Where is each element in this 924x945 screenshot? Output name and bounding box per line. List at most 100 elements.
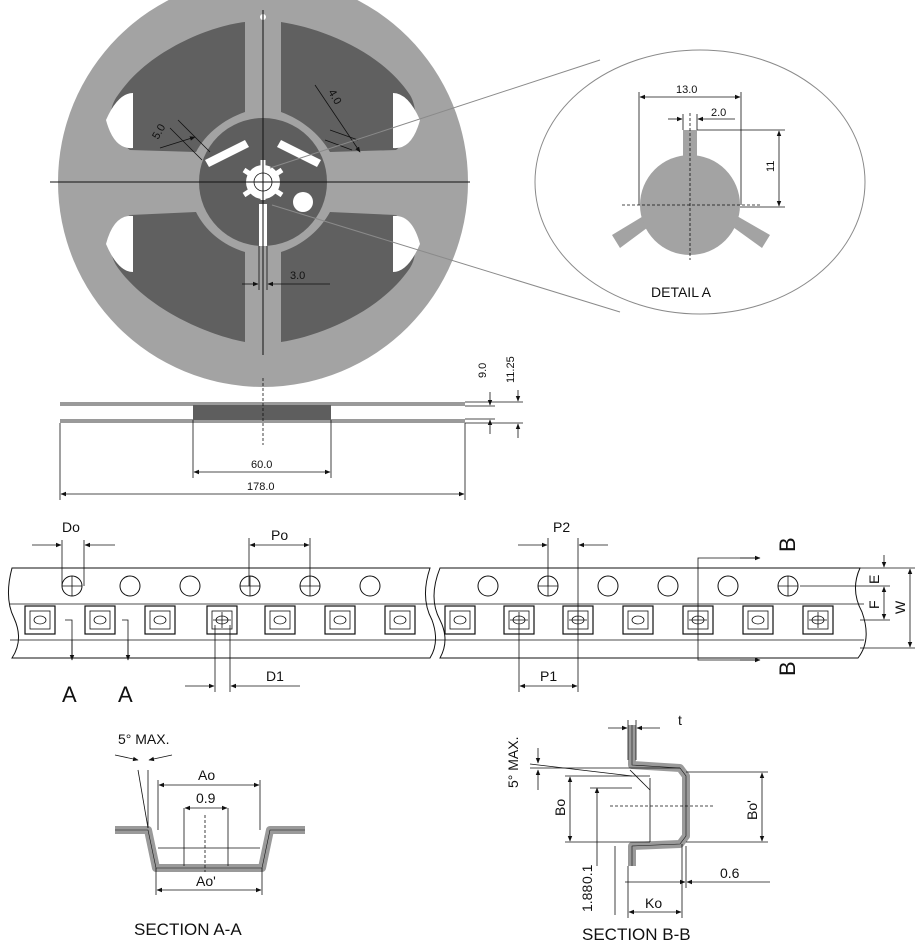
dim-60-0: 60.0 (251, 459, 272, 471)
dim-11: 11 (765, 161, 777, 172)
section-bb-angle: 5° MAX. (505, 736, 521, 788)
pocket-crosshair (809, 612, 827, 628)
component-pocket (384, 605, 416, 635)
dim-d1: D1 (266, 668, 284, 684)
section-aa-caption: SECTION A-A (134, 920, 242, 939)
dim-5-0-extension-b (169, 127, 203, 161)
section-bb-angle-line-b (529, 763, 633, 777)
detail-a-caption: DETAIL A (651, 284, 712, 300)
section-b-cut-line (697, 557, 760, 661)
component-pocket (144, 605, 176, 635)
dim-w: W (892, 600, 908, 614)
dim-11-25: 11.25 (505, 356, 517, 383)
detail-a: 13.0 2.0 11 DETAIL A (534, 49, 866, 315)
dim-do: Do (62, 519, 80, 535)
pocket-hole (453, 615, 467, 625)
dim-bo: Bo (552, 799, 568, 816)
section-aa-angle-arrow-a (114, 754, 139, 762)
section-aa-angle-line-a (137, 769, 149, 829)
reel-window-bottom-left (110, 212, 245, 342)
sprocket-hole (179, 575, 201, 597)
component-pocket (324, 605, 356, 635)
detail-leader-upper (269, 59, 601, 169)
dim-5-0-extension-a (177, 119, 211, 153)
dim-p1: P1 (540, 668, 557, 684)
dim-f: F (866, 600, 882, 609)
dim-po: Po (271, 527, 288, 543)
carrier-tape: Do Po P2 P1 D1 A A B B (8, 519, 915, 707)
reel-window-top-left (110, 22, 245, 152)
dim-t: t (678, 712, 682, 728)
section-bb-caption: SECTION B-B (582, 925, 691, 944)
reel-slot-left-bottom (106, 215, 133, 272)
sprocket-hole-crosshair (240, 576, 260, 596)
detail-leader-lower (271, 204, 621, 313)
section-aa: 5° MAX. Ao 0.9 Ao' SECTION A-A (114, 731, 305, 939)
section-aa-angle-arrow-b (148, 754, 173, 762)
section-b-label-top: B (775, 537, 800, 552)
reel-slot-right-bottom (393, 215, 420, 272)
dim-0-9: 0.9 (196, 790, 216, 806)
section-aa-tape-profile (115, 826, 305, 872)
dim-0-6: 0.6 (720, 865, 740, 881)
side-flange-bottom (60, 419, 465, 423)
dim-5-0-arrow (159, 136, 196, 149)
section-a-label-right: A (118, 682, 133, 707)
sprocket-hole (119, 575, 141, 597)
component-pocket (84, 605, 116, 635)
reel-slot-4mm (277, 140, 321, 167)
pocket-hole (273, 615, 287, 625)
pocket-hole (93, 615, 107, 625)
section-a-label-left: A (62, 682, 77, 707)
component-pocket (444, 605, 476, 635)
sprocket-hole (477, 575, 499, 597)
dim-bo-prime: Bo' (744, 800, 760, 820)
reel-window-bottom-right (281, 212, 416, 342)
sprocket-hole (597, 575, 619, 597)
pocket-hole (631, 615, 645, 625)
component-pocket (24, 605, 56, 635)
sprocket-hole-crosshair (62, 576, 82, 596)
reel-side-view: 9.0 11.25 60.0 178.0 (59, 356, 523, 500)
reel-slot-right-top (393, 93, 420, 149)
section-b-label-bottom: B (775, 661, 800, 676)
reel-drive-hole (293, 192, 313, 212)
pocket-hole (751, 615, 765, 625)
dim-e: E (866, 575, 882, 584)
reel-slot-5mm (205, 140, 249, 167)
dim-4-0-extension-b (324, 139, 353, 151)
pocket-hole (393, 615, 407, 625)
dim-3-0: 3.0 (290, 270, 305, 282)
dim-4-0-extension-a (329, 129, 359, 141)
sprocket-hole (717, 575, 739, 597)
pocket-hole (333, 615, 347, 625)
component-pocket (802, 605, 834, 635)
side-flange-top (60, 402, 465, 406)
sprocket-hole (657, 575, 679, 597)
component-pocket (742, 605, 774, 635)
dim-9-0: 9.0 (477, 363, 489, 378)
pocket-hole (153, 615, 167, 625)
sprocket-hole-crosshair (778, 576, 798, 596)
section-bb: t 5° MAX. Bo Bo' 0.1 1.88 0.6 Ko SECTION… (505, 712, 770, 944)
dim-0-1: 0.1 (579, 864, 595, 884)
dim-ao: Ao (198, 767, 215, 783)
component-pocket (264, 605, 296, 635)
reel-window-top-right (281, 22, 416, 152)
dim-2-0: 2.0 (711, 107, 726, 119)
dim-ao-prime: Ao' (196, 873, 216, 889)
component-pocket (206, 605, 238, 635)
dim-1-88: 1.88 (579, 885, 595, 912)
dim-178-0: 178.0 (247, 481, 275, 493)
sprocket-hole (359, 575, 381, 597)
dim-13-0: 13.0 (676, 84, 697, 96)
section-aa-angle: 5° MAX. (118, 731, 170, 747)
section-bb-chamfer (629, 769, 651, 791)
reel-slot-left-top (106, 93, 133, 149)
component-pocket (622, 605, 654, 635)
reel-front-view: 5.0 4.0 3.0 (50, 0, 470, 387)
dim-p2: P2 (553, 519, 570, 535)
side-hub (193, 405, 331, 420)
